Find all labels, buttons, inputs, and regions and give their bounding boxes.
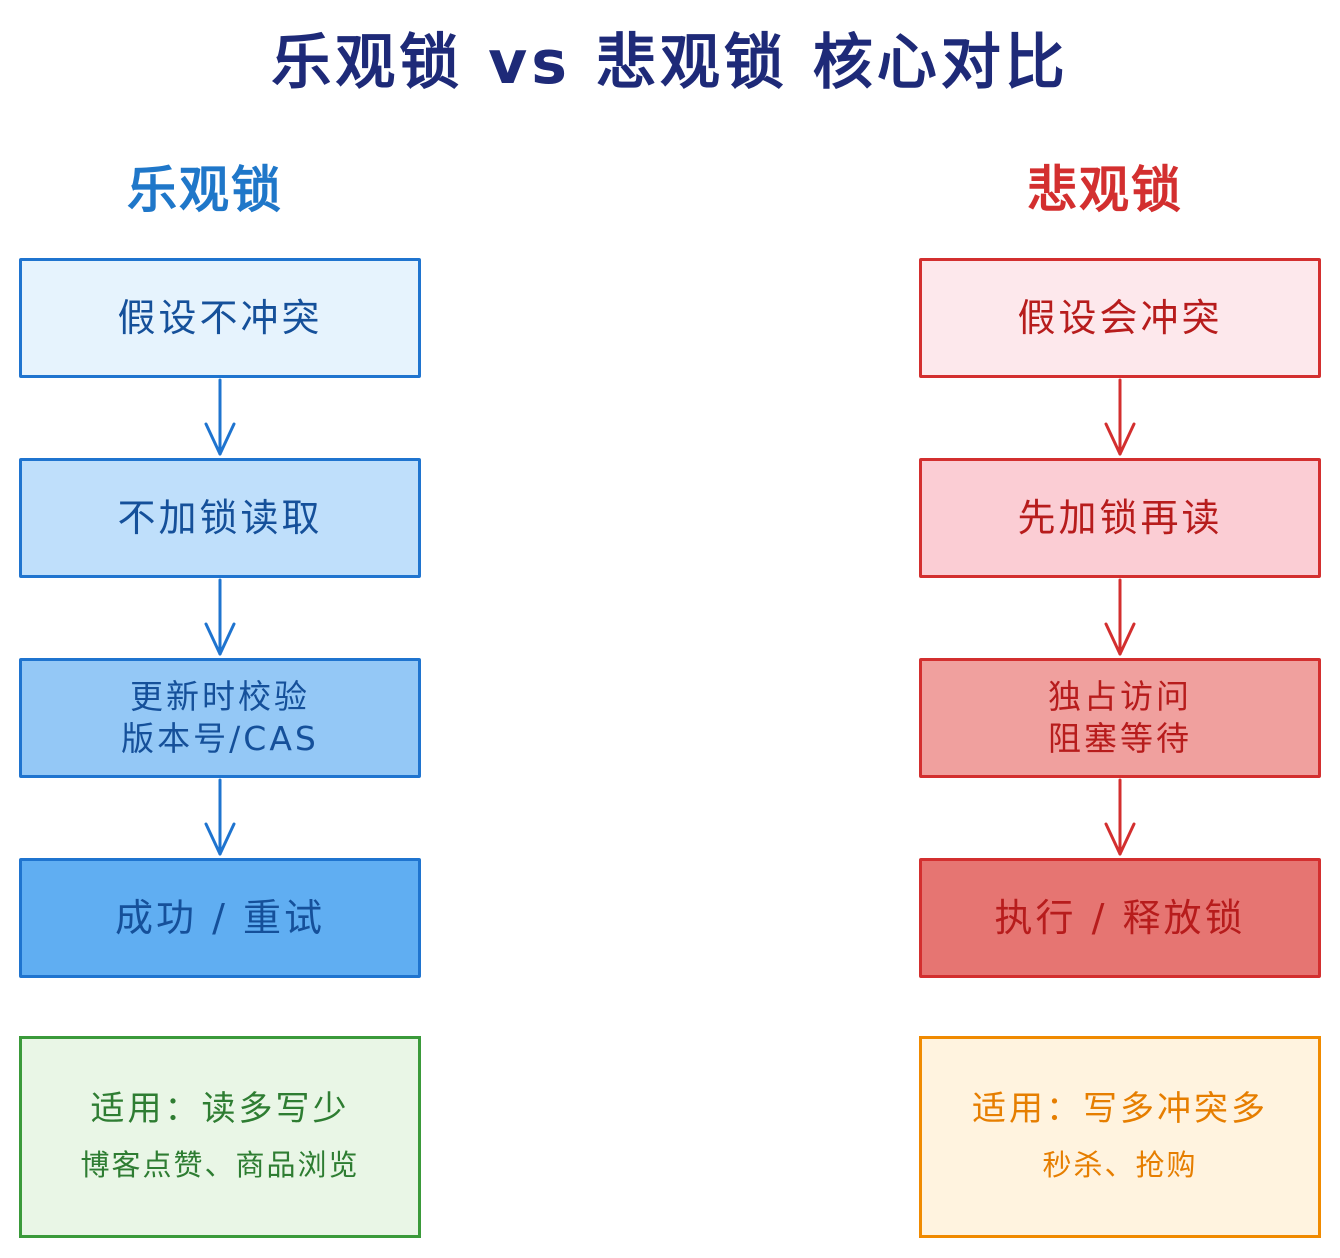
step-label: 假设不冲突 (117, 296, 323, 340)
pessimistic-step-lock: 先加锁再读 (919, 458, 1321, 578)
step-label-secondary: 阻塞等待 (1048, 719, 1192, 758)
step-label: 成功 / 重试 (115, 896, 325, 940)
pessimistic-lock-heading: 悲观锁 (1027, 161, 1183, 219)
usage-examples: 博客点赞、商品浏览 (80, 1148, 360, 1182)
step-label: 假设会冲突 (1017, 296, 1223, 340)
arrow-down-icon (1104, 578, 1136, 656)
optimistic-usage-note: 适用：读多写少 博客点赞、商品浏览 (19, 1036, 421, 1238)
optimistic-step-validate: 更新时校验 版本号/CAS (19, 658, 421, 778)
step-label: 执行 / 释放锁 (994, 896, 1246, 940)
optimistic-lock-heading: 乐观锁 (127, 161, 283, 219)
pessimistic-step-exclusive: 独占访问 阻塞等待 (919, 658, 1321, 778)
arrow-down-icon (204, 778, 236, 856)
arrow-down-icon (1104, 778, 1136, 856)
usage-scenario: 适用：读多写少 (90, 1089, 350, 1129)
step-label-secondary: 版本号/CAS (121, 719, 319, 758)
optimistic-step-result: 成功 / 重试 (19, 858, 421, 978)
arrow-down-icon (204, 578, 236, 656)
usage-examples: 秒杀、抢购 (1042, 1148, 1198, 1182)
step-label: 独占访问 (1048, 677, 1192, 716)
diagram-title: 乐观锁 vs 悲观锁 核心对比 (271, 28, 1069, 98)
step-label: 不加锁读取 (117, 496, 323, 540)
step-label: 更新时校验 (130, 677, 310, 716)
pessimistic-usage-note: 适用：写多冲突多 秒杀、抢购 (919, 1036, 1321, 1238)
usage-scenario: 适用：写多冲突多 (972, 1089, 1268, 1129)
pessimistic-step-result: 执行 / 释放锁 (919, 858, 1321, 978)
optimistic-step-assume: 假设不冲突 (19, 258, 421, 378)
step-label: 先加锁再读 (1017, 496, 1223, 540)
pessimistic-step-assume: 假设会冲突 (919, 258, 1321, 378)
arrow-down-icon (1104, 378, 1136, 456)
optimistic-step-read: 不加锁读取 (19, 458, 421, 578)
arrow-down-icon (204, 378, 236, 456)
